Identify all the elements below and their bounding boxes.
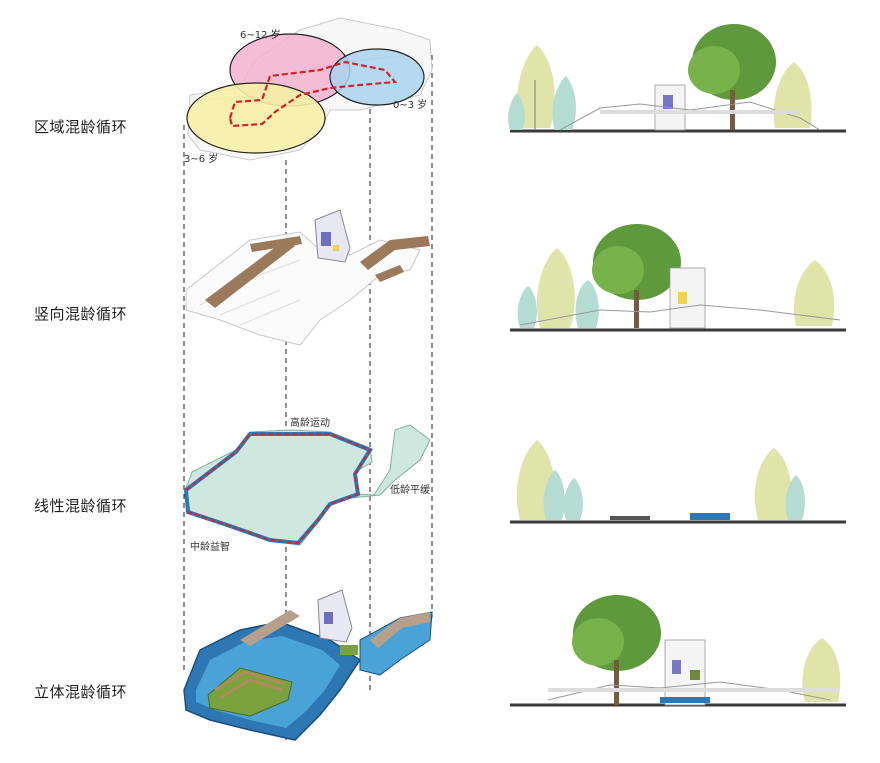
vertical-plan [185,209,430,346]
label-age-0-3: 0~3 岁 [393,98,427,111]
row-label-3d: 立体混龄循环 [34,683,128,701]
elevation-row-3 [510,440,846,524]
row-label-linear: 线性混龄循环 [34,497,128,515]
3d-plan [183,589,433,741]
elevation-row-1 [507,24,846,133]
label-low-age-gentle: 低龄平缓 [390,483,430,496]
zone-plan: 6~12 岁 0~3 岁 3~6 岁 [184,17,433,165]
row-label-vertical: 竖向混龄循环 [34,305,128,323]
linear-route [185,433,372,544]
zone-0-3-circle [329,48,425,106]
zone-route [228,60,398,128]
label-high-age-sport: 高龄运动 [290,416,330,429]
row-label-zone: 区域混龄循环 [34,118,128,136]
label-mid-age-puzzle: 中龄益智 [190,540,230,553]
elevation-row-4 [510,595,846,707]
linear-plan: 高龄运动 低龄平缓 中龄益智 [183,416,431,553]
label-age-6-12: 6~12 岁 [240,28,281,41]
label-age-3-6: 3~6 岁 [184,152,218,165]
elevation-row-2 [510,224,846,332]
